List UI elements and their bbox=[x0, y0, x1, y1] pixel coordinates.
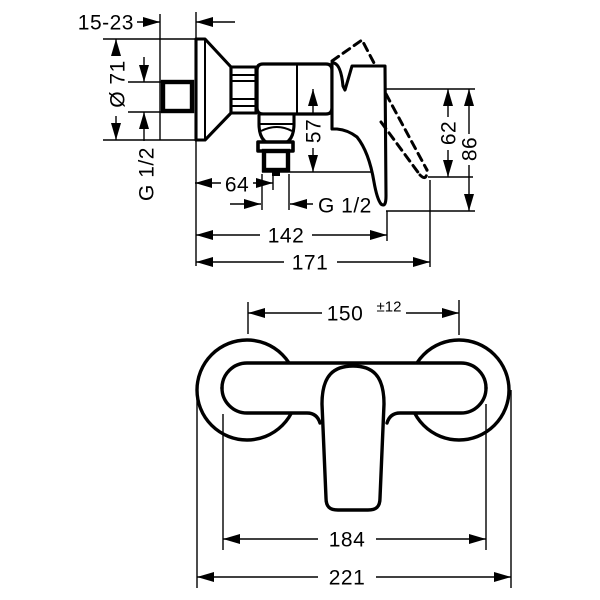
dim-label-wall-distance: 15-23 bbox=[78, 11, 134, 34]
dim-label-connection-spacing: 150 bbox=[327, 302, 364, 325]
front-view: 150 ±12 184 221 bbox=[195, 298, 512, 589]
handle-lever-raised-top bbox=[330, 38, 376, 65]
mixer-side-profile bbox=[160, 37, 429, 207]
dim-label-outlet-thread: G 1/2 bbox=[318, 194, 372, 217]
dim-label-drop-86: 86 bbox=[458, 137, 481, 161]
handle-lever-front bbox=[320, 364, 386, 512]
dim-label-spacing-tolerance: ±12 bbox=[377, 298, 402, 315]
dim-label-reach-142: 142 bbox=[268, 224, 305, 247]
handle-lever-closed bbox=[330, 61, 388, 207]
outlet-nipple bbox=[272, 170, 280, 176]
body-capsule bbox=[220, 361, 488, 425]
handle-lever-open-tip bbox=[418, 168, 429, 180]
front-view-dimension-lines bbox=[197, 312, 511, 578]
front-view-arrowheads bbox=[197, 308, 511, 582]
dim-label-body-width: 184 bbox=[329, 528, 366, 551]
dim-label-outlet-offset: 64 bbox=[225, 173, 249, 196]
dim-label-escutcheon-diameter: Ø 71 bbox=[106, 60, 129, 108]
handle-lever-open-outer bbox=[384, 92, 429, 172]
front-view-extension-lines bbox=[196, 300, 512, 588]
dim-label-outlet-drop: 57 bbox=[302, 119, 325, 143]
dim-label-reach-171: 171 bbox=[292, 251, 329, 274]
outlet-thread bbox=[261, 148, 291, 173]
side-view: 15-23 Ø 71 G 1/2 64 57 G 1/2 142 171 62 … bbox=[78, 11, 482, 274]
valve-body bbox=[255, 62, 334, 116]
dim-label-supply-thread: G 1/2 bbox=[135, 147, 158, 201]
dim-label-overall-width: 221 bbox=[329, 566, 366, 589]
handle-lever-open-inner bbox=[379, 120, 422, 177]
dim-label-drop-62: 62 bbox=[437, 121, 460, 145]
escutcheon-cone bbox=[194, 37, 233, 142]
supply-pipe-stub bbox=[160, 79, 195, 114]
side-view-arrowheads bbox=[111, 17, 474, 267]
